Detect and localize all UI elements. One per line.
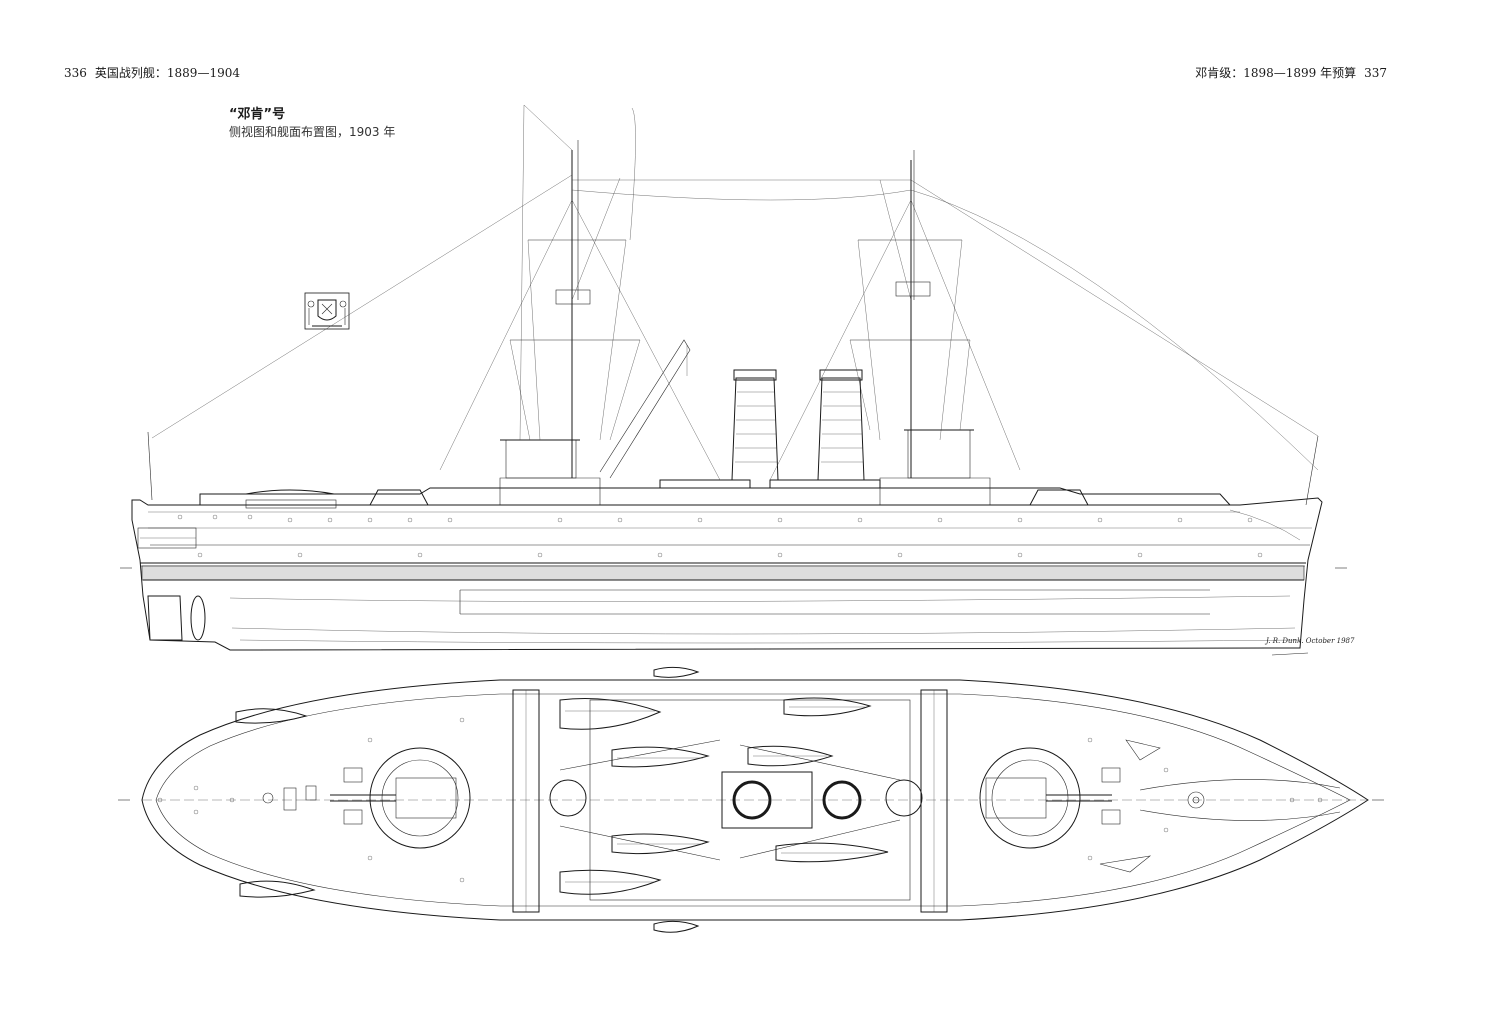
artist-signature: J. R. Dunk. October 1987 [1264,637,1355,656]
running-title-left: 英国战列舰：1889—1904 [94,66,240,80]
figure-title: “邓肯”号 [229,107,286,122]
figure-subtitle: 侧视图和舰面布置图，1903 年 [229,125,396,139]
side-elevation [120,104,1347,651]
page-number-left: 336 [64,66,87,80]
page-header-left: 336 英国战列舰：1889—1904 [64,64,240,81]
crest-emblem [304,292,350,330]
deck-plan [118,666,1384,933]
signature-text: J. R. Dunk. October 1987 [1264,637,1355,645]
page-number-right: 337 [1364,66,1387,80]
page-header-right: 邓肯级：1898—1899 年预算 337 [1195,64,1387,81]
running-title-right: 邓肯级：1898—1899 年预算 [1195,66,1357,80]
